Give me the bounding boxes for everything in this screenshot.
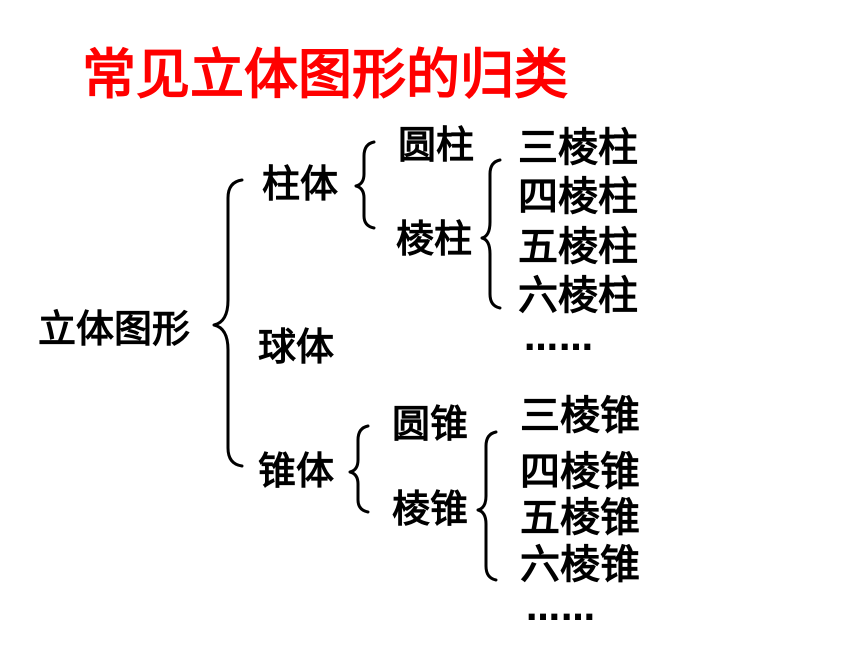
category-column: 柱体 bbox=[262, 162, 339, 206]
root-label: 立体图形 bbox=[38, 307, 191, 351]
category-cone: 锥体 bbox=[258, 449, 335, 493]
column-brace bbox=[354, 140, 376, 230]
pyramid-item-3: 三棱锥 bbox=[520, 393, 640, 439]
column-type-cylinder: 圆柱 bbox=[398, 123, 475, 167]
prism-item-5: 五棱柱 bbox=[518, 224, 638, 270]
pyramid-item-5: 五棱锥 bbox=[520, 495, 640, 541]
pyramid-item-6: 六棱锥 bbox=[520, 542, 640, 588]
pyramid-item-4: 四棱锥 bbox=[520, 449, 640, 495]
prism-brace bbox=[480, 158, 502, 310]
root-brace bbox=[212, 178, 244, 468]
prism-ellipsis: …… bbox=[524, 319, 594, 359]
category-sphere: 球体 bbox=[258, 325, 335, 369]
pyramid-brace bbox=[476, 430, 498, 582]
pyramid-ellipsis: …… bbox=[526, 589, 596, 629]
cone-type-circular: 圆锥 bbox=[392, 402, 469, 446]
prism-item-3: 三棱柱 bbox=[518, 125, 638, 171]
cone-brace bbox=[348, 424, 370, 514]
prism-item-6: 六棱柱 bbox=[518, 273, 638, 319]
cone-type-pyramid: 棱锥 bbox=[392, 487, 469, 531]
prism-item-4: 四棱柱 bbox=[518, 174, 638, 220]
page-title: 常见立体图形的归类 bbox=[82, 43, 568, 106]
column-type-prism: 棱柱 bbox=[396, 217, 473, 261]
